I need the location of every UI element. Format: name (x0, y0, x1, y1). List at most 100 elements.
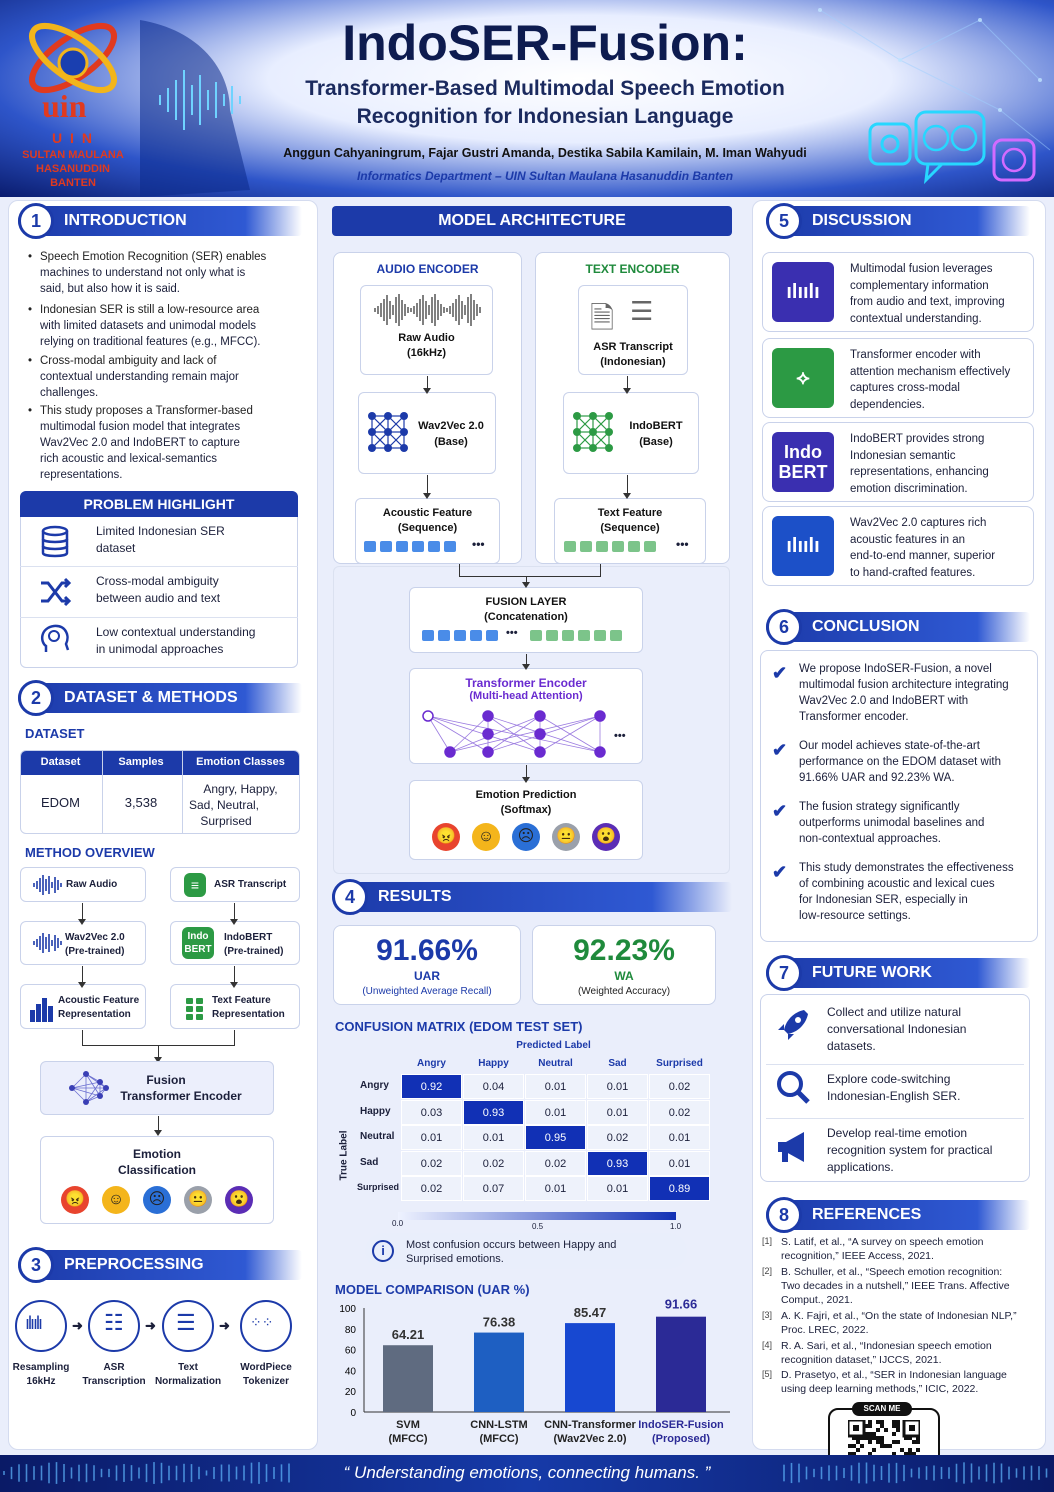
net-node (69, 1085, 75, 1091)
conclusion-text: The fusion strategy significantly (799, 801, 960, 813)
cm-cell: 0.03 (401, 1099, 462, 1125)
text-token (644, 541, 656, 552)
header: uin U I N SULTAN MAULANA HASANUDDIN BANT… (0, 0, 1054, 197)
classes-cell: Surprised (200, 814, 252, 828)
qr-module (896, 1424, 900, 1428)
document-icon: 🗎 (590, 302, 615, 335)
intro-bullet-line: contextual understanding remain major (40, 371, 239, 383)
acoustic-token (364, 541, 376, 552)
architecture-arrow (423, 376, 431, 394)
uin-logo (29, 22, 117, 94)
net-node (605, 444, 613, 452)
check-icon: ✔ (772, 862, 788, 882)
prep-step-label: Text (178, 1362, 198, 1373)
text-token (612, 541, 624, 552)
footer: “ Understanding emotions, connecting hum… (0, 1455, 1054, 1492)
indobert-icon-text: Indo (187, 931, 209, 942)
wa-desc: (Weighted Accuracy) (577, 986, 671, 997)
discussion-text: from audio and text, improving (850, 296, 1005, 308)
chart-y-tick: 100 (339, 1304, 356, 1315)
wa-label: WA (614, 969, 634, 983)
qr-module (880, 1440, 884, 1444)
fusion-layer-label: FUSION LAYER (485, 596, 567, 608)
future-work-text: Collect and utilize natural (827, 1005, 962, 1019)
footer-waveform (3, 1462, 1048, 1484)
fusion-layer-label: (Concatenation) (484, 611, 568, 623)
authors: Anggun Cahyaningrum, Fajar Gustri Amanda… (283, 146, 807, 160)
fusion-token (486, 630, 498, 641)
net-node (589, 428, 597, 436)
divider (20, 566, 298, 567)
flow-arrow (154, 1045, 162, 1063)
method-step-label: (Pre-trained) (224, 946, 284, 957)
qr-module (916, 1440, 920, 1444)
discussion-text: Transformer encoder with (850, 349, 981, 361)
check-icon: ✔ (772, 801, 788, 821)
intro-bullet-line: rich acoustic and lexical-semantics (40, 453, 218, 465)
info-icon: i (372, 1240, 394, 1262)
happy-face-icon: ☺ (472, 823, 500, 851)
waveform-icon: ılıılı (772, 262, 834, 322)
cm-column-label: Sad (608, 1058, 627, 1069)
icon-cell (186, 1006, 193, 1012)
text-token (628, 541, 640, 552)
qr-module (856, 1436, 860, 1440)
qr-finder-center (909, 1425, 915, 1431)
chart-y-tick: 40 (345, 1366, 357, 1377)
conclusion-text: outperforms unimodal baselines and (799, 817, 985, 829)
uar-value: 91.66% (376, 934, 478, 967)
flow-arrow (230, 966, 238, 988)
attn-edge (487, 715, 541, 753)
cm-column-label: Happy (478, 1058, 509, 1069)
sad-face-icon: ☹ (143, 1186, 171, 1214)
attn-node (534, 728, 546, 740)
raw-audio-label: (16kHz) (406, 347, 447, 359)
reference-text: Comput., 2021. (781, 1294, 853, 1306)
chart-title: MODEL COMPARISON (UAR %) (335, 1282, 530, 1297)
method-step-label: Text Feature (212, 995, 271, 1006)
cm-cell: 0.95 (525, 1125, 586, 1150)
qr-module (876, 1420, 880, 1424)
cm-cell: 0.01 (649, 1150, 710, 1176)
wav2vec-label: (Base) (434, 436, 468, 448)
reference-text: B. Schuller, et al., “Speech emotion rec… (781, 1266, 1003, 1278)
discussion-text: dependencies. (850, 398, 925, 411)
color-scale-bar (398, 1212, 676, 1220)
net-node (97, 1093, 103, 1099)
qr-module (880, 1444, 884, 1448)
cm-cell: 0.93 (587, 1150, 648, 1176)
intro-bullet-line: Indonesian SER is still a low-resource a… (28, 302, 259, 318)
chart-category-label: IndoSER-Fusion (638, 1419, 724, 1431)
discussion-text: Wav2Vec 2.0 captures rich (850, 517, 987, 529)
future-work-text: recognition system for practical (827, 1143, 993, 1157)
cm-cell: 0.01 (525, 1176, 586, 1201)
qr-module (892, 1424, 896, 1428)
qr-module (868, 1440, 872, 1444)
qr-module (848, 1452, 852, 1456)
wav2vec-box (358, 392, 496, 474)
attn-node (422, 710, 434, 722)
chart-value-label: 85.47 (574, 1305, 607, 1320)
conclusion-text: This study demonstrates the effectivenes… (799, 862, 1014, 874)
intro-bullet-line: relying on traditional features (e.g., M… (40, 336, 261, 348)
document-icon: ☷ (104, 1310, 124, 1335)
qr-module (872, 1432, 876, 1436)
qr-module (880, 1420, 884, 1424)
net-node (605, 428, 613, 436)
fusion-token (562, 630, 574, 641)
intro-bullet-line: with limited datasets and unimodal model… (40, 320, 257, 332)
transformer-label: Transformer Encoder (465, 676, 587, 690)
cm-cell: 0.02 (649, 1099, 710, 1125)
conclusion-text: We propose IndoSER-Fusion, a novel (799, 663, 992, 675)
predicted-label: Predicted Label (516, 1040, 591, 1051)
conclusion-text: non-contextual approaches. (799, 833, 941, 845)
qr-module (868, 1436, 872, 1440)
attn-node (534, 746, 546, 758)
acoustic-token (444, 541, 456, 552)
attn-node (594, 710, 606, 722)
